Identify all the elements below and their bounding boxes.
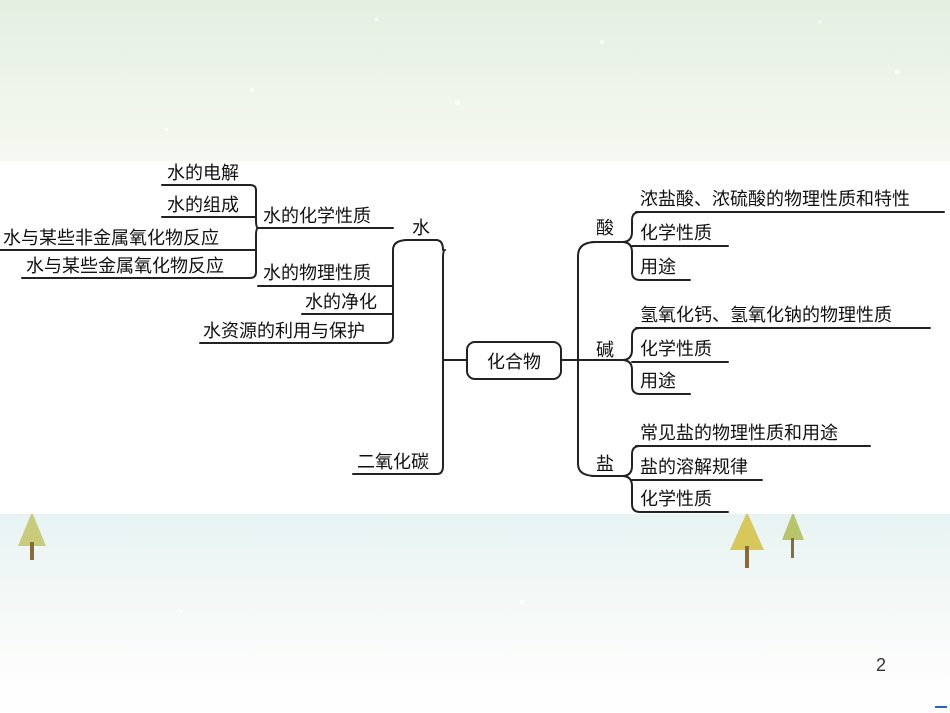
water-metal-oxide-label: 水与某些金属氧化物反应 bbox=[26, 256, 224, 277]
water-electrolysis-label: 水的电解 bbox=[167, 163, 239, 184]
acid-bracket-top bbox=[621, 211, 641, 243]
tree-small-icon bbox=[782, 512, 804, 558]
page-number: 2 bbox=[876, 655, 887, 675]
water-underline bbox=[407, 239, 444, 251]
base-item-uses: 用途 bbox=[640, 371, 676, 392]
water-label: 水 bbox=[412, 218, 430, 239]
acid-item-physical: 浓盐酸、浓硫酸的物理性质和特性 bbox=[640, 189, 910, 210]
water-composition-label: 水的组成 bbox=[167, 195, 239, 216]
acid-item-uses: 用途 bbox=[640, 257, 676, 278]
background-top bbox=[0, 0, 950, 165]
snow-speck bbox=[165, 128, 168, 131]
snow-speck bbox=[520, 600, 524, 604]
water-resources-label: 水资源的利用与保护 bbox=[203, 321, 365, 342]
snow-speck bbox=[455, 100, 460, 105]
acid-item-chemical: 化学性质 bbox=[640, 223, 712, 244]
tree-left-icon bbox=[18, 512, 46, 560]
salt-bracket-top bbox=[621, 445, 641, 477]
acid-bracket-bottom bbox=[621, 241, 641, 281]
base-bracket-top bbox=[621, 327, 641, 361]
corner-mark bbox=[935, 706, 947, 708]
snow-speck bbox=[375, 18, 378, 21]
water-sub-bracket bbox=[385, 239, 409, 344]
snow-speck bbox=[600, 40, 604, 44]
salt-item-chemical: 化学性质 bbox=[640, 489, 712, 510]
base-label: 碱 bbox=[596, 340, 614, 361]
snow-speck bbox=[250, 88, 254, 92]
water-nonmetal-oxide-label: 水与某些非金属氧化物反应 bbox=[3, 228, 219, 249]
chemical-bracket-bottom bbox=[249, 227, 259, 279]
co2-label: 二氧化碳 bbox=[357, 452, 429, 473]
snow-speck bbox=[180, 610, 183, 613]
base-bracket-bottom bbox=[621, 359, 641, 395]
base-item-physical: 氢氧化钙、氢氧化钠的物理性质 bbox=[640, 305, 892, 326]
water-purification-label: 水的净化 bbox=[305, 292, 377, 313]
acid-label: 酸 bbox=[596, 218, 614, 239]
snow-speck bbox=[895, 70, 899, 74]
tree-right-icon bbox=[730, 512, 764, 568]
salt-item-solubility: 盐的溶解规律 bbox=[640, 457, 748, 478]
chemical-bracket-top bbox=[249, 184, 259, 229]
base-item-chemical: 化学性质 bbox=[640, 339, 712, 360]
connector-lines bbox=[0, 184, 945, 513]
mind-map-panel: 化合物 水 水的化学性质 水的电解 水的组成 水与某些非金属氧化物反应 水与某些… bbox=[0, 161, 950, 514]
center-node-label: 化合物 bbox=[487, 352, 541, 373]
water-physical-label: 水的物理性质 bbox=[263, 263, 371, 284]
mind-map: 化合物 水 水的化学性质 水的电解 水的组成 水与某些非金属氧化物反应 水与某些… bbox=[0, 163, 945, 513]
water-chemical-label: 水的化学性质 bbox=[263, 206, 371, 227]
salt-label: 盐 bbox=[596, 454, 614, 475]
salt-bracket-bottom bbox=[621, 475, 641, 513]
left-trunk bbox=[436, 249, 446, 475]
snow-speck bbox=[818, 20, 821, 23]
salt-item-physical: 常见盐的物理性质和用途 bbox=[640, 423, 838, 444]
